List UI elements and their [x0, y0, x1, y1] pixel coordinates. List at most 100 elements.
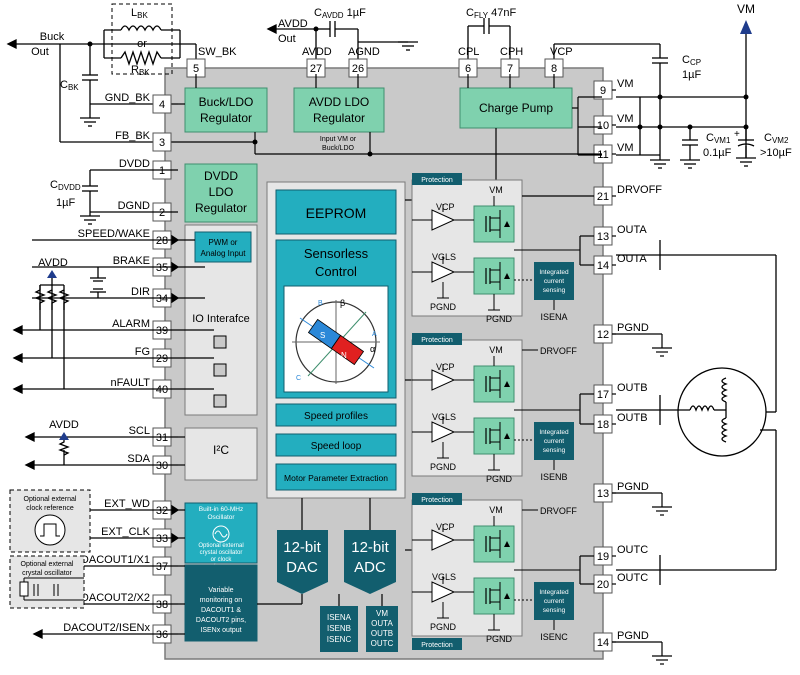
rotor-vector-icon: β α A B C S N — [292, 298, 380, 384]
svg-text:SPEED/WAKE: SPEED/WAKE — [78, 228, 150, 240]
svg-text:ALARM: ALARM — [112, 318, 150, 330]
svg-text:Integrated: Integrated — [539, 269, 569, 276]
svg-text:or clock: or clock — [211, 557, 233, 563]
svg-text:VGLS: VGLS — [432, 412, 456, 422]
phase-3: ProtectionVMVCPVGLSPGNDPGNDIntegratedcur… — [411, 493, 580, 644]
svg-text:Charge Pump: Charge Pump — [479, 101, 553, 115]
svg-text:AVDD: AVDD — [302, 46, 332, 58]
c-vm1-value: 0.1µF — [703, 147, 732, 159]
svg-text:EEPROM: EEPROM — [306, 205, 367, 221]
svg-text:6: 6 — [465, 63, 471, 75]
svg-text:28: 28 — [156, 235, 168, 247]
svg-text:AGND: AGND — [348, 46, 380, 58]
svg-text:39: 39 — [156, 325, 168, 337]
svg-text:ISENA: ISENA — [540, 312, 567, 322]
input-vm-label-2: Buck/LDO — [322, 145, 354, 152]
svg-text:Oscillator: Oscillator — [207, 514, 235, 521]
svg-text:OUTB: OUTB — [371, 629, 393, 638]
svg-text:10: 10 — [597, 120, 609, 132]
svg-text:35: 35 — [156, 262, 168, 274]
pin-9-vm: 9VM — [593, 78, 634, 100]
svg-text:sensing: sensing — [543, 447, 566, 454]
svg-text:EXT_CLK: EXT_CLK — [101, 526, 151, 538]
svg-text:VM: VM — [489, 505, 503, 515]
svg-text:Protection: Protection — [421, 497, 453, 504]
svg-text:11: 11 — [597, 149, 608, 161]
variable-monitoring-panel: Variable monitoring on DACOUT1 & DACOUT2… — [184, 564, 258, 642]
svg-text:Protection: Protection — [421, 337, 453, 344]
svg-text:Integrated: Integrated — [539, 429, 569, 436]
svg-text:Buck/LDO: Buck/LDO — [199, 95, 254, 109]
buck-out-label-1: Buck — [40, 31, 65, 43]
svg-text:12: 12 — [597, 329, 609, 341]
i2c-panel: I²C — [184, 427, 258, 481]
svg-text:Motor Parameter Extraction: Motor Parameter Extraction — [284, 473, 388, 483]
avdd-label-2: AVDD — [49, 419, 79, 431]
svg-text:VCP: VCP — [436, 362, 455, 372]
pin-38: 38 DACOUT2/X2 — [81, 592, 172, 614]
svg-text:VM: VM — [376, 609, 388, 618]
svg-text:Analog Input: Analog Input — [201, 249, 247, 258]
svg-text:AVDD LDO: AVDD LDO — [309, 95, 369, 109]
svg-text:17: 17 — [597, 389, 609, 401]
svg-text:DVDD: DVDD — [119, 158, 150, 170]
c-bk-label: CBK — [60, 79, 79, 92]
avdd-arrow-icon-2 — [59, 432, 69, 440]
svg-text:PGND: PGND — [430, 302, 457, 312]
svg-text:PGND: PGND — [486, 314, 513, 324]
svg-text:31: 31 — [156, 432, 168, 444]
svg-text:FB_BK: FB_BK — [115, 130, 151, 142]
junction-dots — [87, 26, 749, 157]
svg-text:Protection: Protection — [421, 642, 453, 649]
pullup-resistors — [34, 285, 70, 456]
buck-external — [6, 3, 197, 143]
svg-text:ISENx output: ISENx output — [200, 627, 241, 634]
svg-text:Sensorless: Sensorless — [304, 246, 369, 261]
svg-text:OUTC: OUTC — [371, 639, 394, 648]
svg-text:C: C — [296, 375, 301, 382]
svg-text:Control: Control — [315, 264, 357, 279]
avdd-out-label-2: Out — [278, 33, 296, 45]
left-external-wiring — [12, 169, 180, 640]
svg-text:PGND: PGND — [617, 630, 649, 642]
left-pins: 4GND_BK3FB_BK1DVDD2DGND28SPEED/WAKE35BRA… — [63, 92, 172, 644]
svg-text:29: 29 — [156, 353, 168, 365]
io-interface-panel: PWM or Analog Input IO Interafce — [184, 224, 258, 416]
svg-text:OUTC: OUTC — [617, 572, 648, 584]
svg-text:38: 38 — [156, 599, 168, 611]
svg-text:DACOUT2/X2: DACOUT2/X2 — [81, 592, 150, 604]
svg-text:13: 13 — [597, 488, 609, 500]
svg-text:Integrated: Integrated — [539, 589, 569, 596]
c-dvdd-value: 1µF — [56, 197, 75, 209]
svg-text:DACOUT1 &: DACOUT1 & — [201, 607, 241, 614]
svg-text:crystal oscillator: crystal oscillator — [22, 570, 72, 577]
svg-text:Regulator: Regulator — [195, 201, 247, 215]
svg-text:ISENC: ISENC — [327, 635, 352, 644]
svg-text:12-bit: 12-bit — [351, 539, 389, 556]
svg-text:4: 4 — [159, 99, 165, 111]
svg-text:3: 3 — [159, 137, 165, 149]
svg-text:Optional external: Optional external — [198, 543, 243, 549]
svg-text:Speed profiles: Speed profiles — [304, 411, 368, 422]
svg-text:ISENB: ISENB — [540, 472, 567, 482]
svg-text:OUTA: OUTA — [617, 224, 647, 236]
svg-text:OUTA: OUTA — [617, 253, 647, 265]
phases: ProtectionVMVCPVGLSPGNDPGNDIntegratedcur… — [411, 173, 594, 650]
svg-text:21: 21 — [597, 191, 609, 203]
c-dvdd-label: CDVDD — [50, 179, 81, 192]
